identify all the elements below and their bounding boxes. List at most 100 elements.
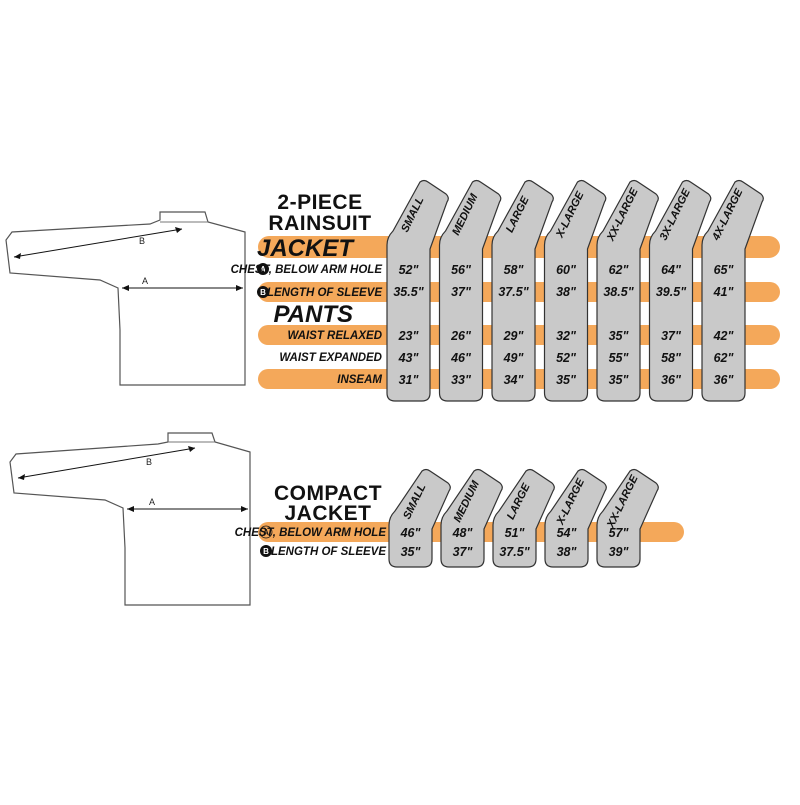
rainsuit-diagram-label-a: A — [142, 276, 148, 286]
rainsuit-row-chest-label-group: A CHEST, BELOW ARM HOLE — [231, 263, 383, 276]
rainsuit-row-label-chest: CHEST, BELOW ARM HOLE — [231, 264, 383, 276]
compact-column-shape — [440, 468, 503, 568]
compact-table: COMPACT JACKET A CHEST, BELOW ARM HOLE B… — [235, 468, 684, 568]
compact-column-shape — [544, 468, 607, 568]
compact-badge-a-text: A — [263, 528, 269, 537]
rainsuit-cell: 38.5" — [603, 285, 634, 299]
rainsuit-cell: 42" — [713, 329, 735, 343]
rainsuit-diagram-label-b: B — [139, 236, 145, 246]
rainsuit-badge-b-text: B — [260, 288, 266, 297]
rainsuit-cell: 36" — [661, 373, 682, 387]
compact-column-shape — [388, 468, 451, 568]
rainsuit-cell: 35.5" — [393, 285, 424, 299]
compact-cell: 51" — [505, 526, 526, 540]
compact-column-shape — [492, 468, 555, 568]
rainsuit-sleeve-measure — [13, 228, 183, 258]
compact-badge-b — [260, 545, 272, 557]
compact-cell: 57" — [609, 526, 630, 540]
rainsuit-cell: 31" — [399, 373, 420, 387]
compact-cell: 54" — [557, 526, 578, 540]
rainsuit-cell: 49" — [503, 351, 525, 365]
rainsuit-column-shape — [543, 179, 607, 402]
rainsuit-badge-a — [257, 263, 269, 275]
rainsuit-cell: 35" — [609, 329, 630, 343]
compact-row-sleeve-label-group: B LENGTH OF SLEEVE — [260, 545, 386, 558]
rainsuit-cell: 34" — [504, 373, 525, 387]
rainsuit-cell: 23" — [398, 329, 420, 343]
rainsuit-cell: 35" — [556, 373, 577, 387]
rainsuit-table: 2-PIECE RAINSUIT JACKET PANTS A CHEST, B… — [231, 179, 780, 402]
compact-title-line2: JACKET — [284, 502, 371, 525]
rainsuit-cell: 39.5" — [656, 285, 687, 299]
rainsuit-cell: 64" — [661, 263, 682, 277]
compact-row-chest-label-group: A CHEST, BELOW ARM HOLE — [235, 525, 387, 539]
compact-title-line1: COMPACT — [274, 482, 382, 505]
compact-diagram-label-b: B — [146, 457, 152, 467]
rainsuit-cell: 41" — [713, 285, 735, 299]
rainsuit-size-columns: SMALL52"35.5"23"43"31"MEDIUM56"37"26"46"… — [386, 179, 764, 402]
rainsuit-cell: 29" — [503, 329, 525, 343]
rainsuit-column-shape — [438, 179, 502, 402]
compact-column-shape — [596, 468, 659, 568]
rainsuit-cell: 65" — [714, 263, 735, 277]
rainsuit-column-shape — [701, 179, 764, 402]
compact-jacket-diagram: B A — [9, 432, 251, 606]
compact-jacket-outline — [9, 432, 251, 606]
compact-row-label-sleeve: LENGTH OF SLEEVE — [271, 546, 386, 558]
rainsuit-column-shape — [491, 179, 554, 402]
rainsuit-pants-heading: PANTS — [273, 301, 353, 328]
rainsuit-cell: 43" — [398, 351, 420, 365]
compact-badge-b-text: B — [263, 547, 269, 556]
compact-row-label-chest: CHEST, BELOW ARM HOLE — [235, 527, 387, 539]
rainsuit-column-shape — [596, 179, 659, 402]
rainsuit-title-line2: RAINSUIT — [268, 212, 371, 235]
rainsuit-title-line1: 2-PIECE — [277, 191, 362, 214]
rainsuit-row-label-waist-relaxed: WAIST RELAXED — [287, 330, 382, 342]
rainsuit-badge-a-text: A — [260, 265, 266, 274]
rainsuit-cell: 58" — [504, 263, 525, 277]
compact-diagram-label-a: A — [149, 497, 155, 507]
rainsuit-cell: 52" — [399, 263, 420, 277]
rainsuit-column-shape — [386, 179, 449, 402]
compact-cell: 35" — [401, 545, 422, 559]
compact-badge-a — [259, 525, 273, 539]
rainsuit-cell: 37.5" — [498, 285, 529, 299]
compact-sleeve-measure — [17, 447, 196, 479]
compact-cell: 46" — [400, 526, 422, 540]
rainsuit-cell: 62" — [609, 263, 630, 277]
rainsuit-cell: 62" — [714, 351, 735, 365]
compact-cell: 38" — [557, 545, 578, 559]
rainsuit-cell: 37" — [451, 285, 472, 299]
compact-cell: 48" — [452, 526, 474, 540]
rainsuit-cell: 46" — [450, 351, 472, 365]
rainsuit-jacket-diagram: B A — [5, 211, 246, 386]
rainsuit-cell: 38" — [556, 285, 577, 299]
rainsuit-cell: 55" — [609, 351, 630, 365]
compact-cell: 37.5" — [499, 545, 530, 559]
rainsuit-cell: 58" — [661, 351, 682, 365]
rainsuit-row-sleeve-label-group: B LENGTH OF SLEEVE — [257, 286, 382, 299]
compact-cell: 37" — [453, 545, 474, 559]
rainsuit-jacket-heading: JACKET — [257, 235, 355, 262]
compact-size-columns: SMALL46"35"MEDIUM48"37"LARGE51"37.5"X-LA… — [388, 468, 659, 568]
rainsuit-cell: 36" — [714, 373, 735, 387]
rainsuit-row-label-sleeve: LENGTH OF SLEEVE — [267, 287, 382, 299]
rainsuit-cell: 52" — [556, 351, 577, 365]
compact-cell: 39" — [609, 545, 630, 559]
rainsuit-row-label-waist-expanded: WAIST EXPANDED — [279, 352, 382, 364]
rainsuit-cell: 33" — [451, 373, 472, 387]
rainsuit-cell: 56" — [451, 263, 472, 277]
rainsuit-column-shape — [648, 179, 712, 402]
rainsuit-row-label-inseam: INSEAM — [337, 374, 382, 386]
rainsuit-badge-b — [257, 286, 269, 298]
rainsuit-cell: 32" — [556, 329, 577, 343]
rainsuit-cell: 37" — [661, 329, 682, 343]
rainsuit-jacket-outline — [5, 211, 246, 386]
